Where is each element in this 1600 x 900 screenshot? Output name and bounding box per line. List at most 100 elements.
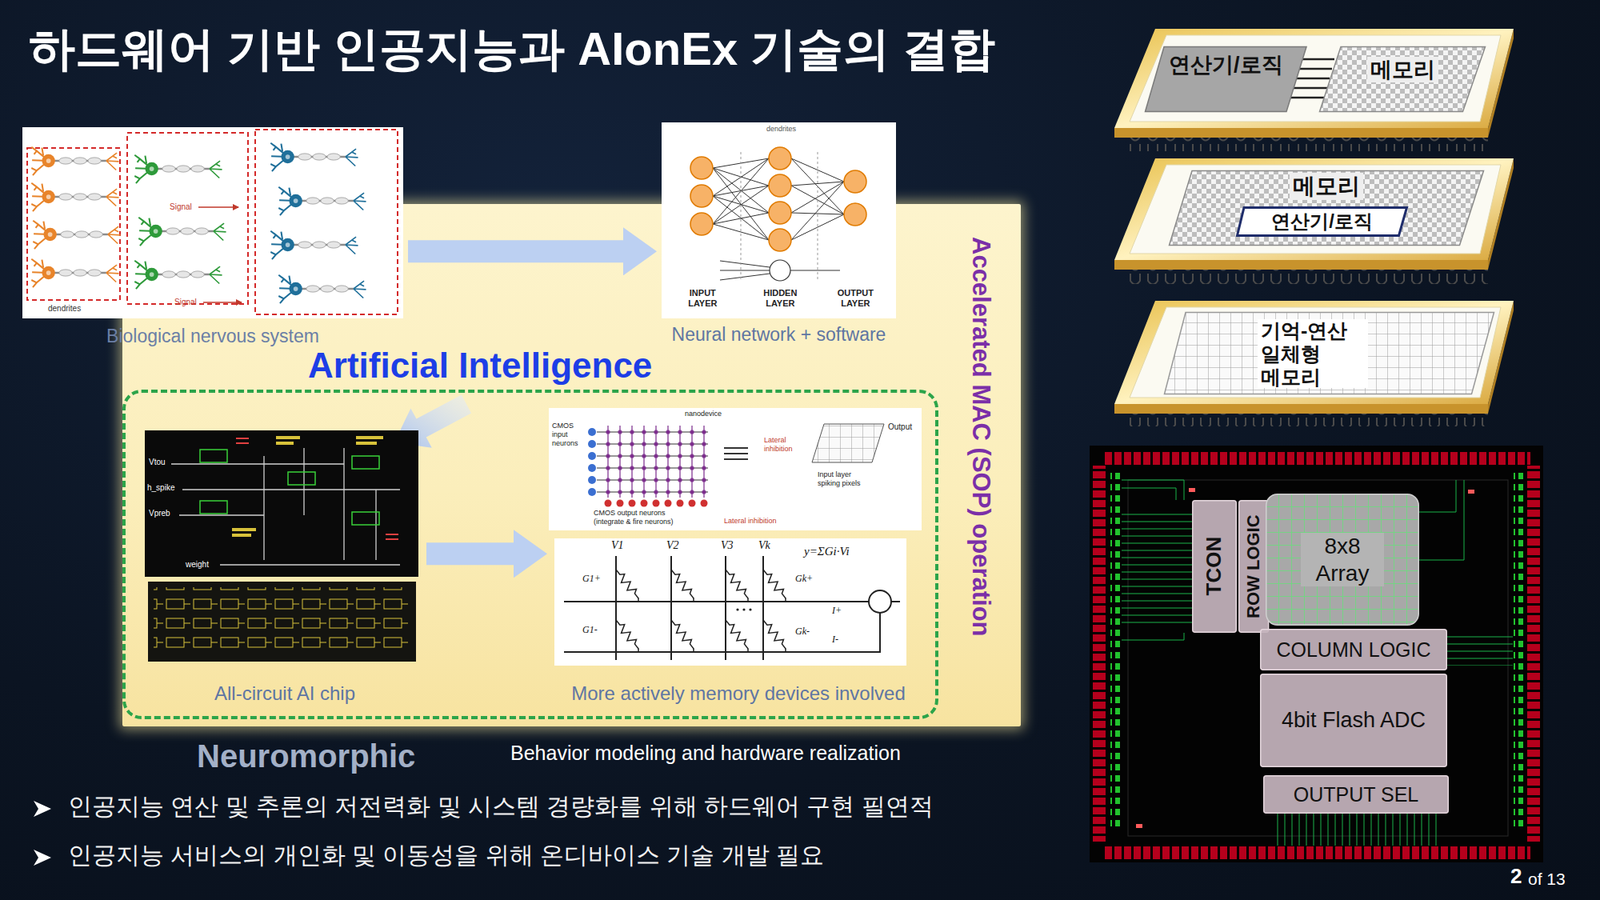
crossbar-illustration [724, 452, 748, 455]
chip-block: ROW LOGIC [1238, 500, 1269, 633]
neural-network-illustration [768, 147, 792, 170]
memory-block: 연산기/로직 메모리 [1168, 169, 1485, 247]
circuit-schematic [276, 441, 294, 445]
resistive-crossbar-equation [722, 617, 752, 652]
chip-block-label: 4bit Flash ADC [1281, 707, 1426, 733]
chip-layout [1188, 488, 1196, 492]
conductance-label: Gk- [795, 625, 810, 637]
nervous-system-illustration [31, 259, 119, 288]
crossbar-illustration [628, 500, 636, 508]
resistive-crossbar-equation [564, 601, 869, 652]
group-heading: Neuromorphic [196, 736, 416, 776]
chip-layout [1527, 465, 1540, 842]
circuit-schematic [200, 500, 228, 514]
resistive-crossbar-equation [736, 608, 752, 611]
resistive-crossbar-equation [612, 567, 789, 652]
bullet-text: 인공지능 서비스의 개인화 및 이동성을 위해 온디바이스 기술 개발 필요 [68, 840, 824, 870]
circuit-schematic [232, 436, 384, 537]
crossbar-illustration [652, 500, 660, 508]
chip-block: 4bit Flash ADC [1260, 673, 1448, 768]
chip-layout [1102, 846, 1531, 860]
bullet-marker [33, 800, 52, 817]
crossbar-illustration [724, 458, 748, 460]
chip-package [1114, 128, 1488, 138]
chip-array: 8x8 Array [1265, 493, 1420, 626]
chip-layout [1121, 480, 1464, 640]
in-memory-compute-block: 기억-연산 일체형 메모리 [1163, 311, 1496, 396]
circuit-schematic [236, 437, 249, 440]
neural-network-illustration [768, 228, 792, 252]
circuit-schematic [153, 587, 410, 656]
memory-block: 메모리 [1318, 45, 1487, 113]
chip-package [1114, 300, 1514, 427]
circuit-schematic [232, 533, 252, 537]
neural-network-illustration [690, 156, 713, 180]
flow-arrow [426, 542, 514, 565]
chip-package [1114, 28, 1514, 128]
figure-label: Signal [174, 297, 197, 308]
neural-network-illustration [690, 212, 713, 236]
figure-label: dendrites [766, 124, 796, 134]
nervous-system-illustration [270, 231, 358, 260]
resistive-crossbar-equation [554, 538, 907, 666]
block-shape [1164, 312, 1495, 395]
nervous-system-illustration [203, 301, 242, 304]
neural-network-illustration [661, 122, 896, 319]
circuit-schematic [385, 538, 399, 540]
crossbar-illustration [588, 476, 596, 484]
block-label: 메모리 [1289, 172, 1364, 200]
block-shape [1260, 674, 1448, 768]
block-label: 연산기/로직 [1168, 52, 1284, 78]
pin-name: weight [185, 560, 209, 570]
circuit-schematic [356, 436, 384, 440]
block-label: 연산기/로직 [1271, 210, 1373, 234]
resistive-crossbar-equation [760, 617, 789, 652]
chip-block: OUTPUT SEL [1263, 775, 1449, 814]
conductance-label: G1- [582, 624, 598, 636]
signal-name: V2 [666, 539, 680, 553]
block-shape [1264, 776, 1449, 814]
block-shape [1239, 500, 1269, 633]
crossbar-illustration [588, 440, 596, 448]
crossbar-illustration [588, 464, 596, 472]
nervous-system-illustration [31, 147, 119, 176]
resistive-crossbar-equation [612, 567, 642, 601]
circuit-schematic [352, 512, 380, 525]
neural-network-illustration [844, 203, 867, 226]
figure-label: Lateral inhibition [764, 436, 797, 454]
chip-layout [1513, 472, 1524, 831]
resistive-crossbar-equation [612, 617, 642, 652]
figure-label: dendrites [48, 304, 81, 314]
signal-name: Vk [758, 539, 771, 553]
chip-layout [1092, 465, 1106, 842]
resistive-crossbar-equation [668, 567, 697, 601]
circuit-schematic [385, 533, 399, 536]
nervous-system-illustration [278, 187, 366, 216]
figure-label: CMOS output neurons (integrate & fire ne… [593, 508, 692, 527]
circuit-schematic [200, 449, 380, 525]
bullet-marker [33, 800, 52, 866]
layer-label: OUTPUT LAYER [835, 288, 876, 309]
crossbar-illustration [588, 428, 596, 436]
logic-block: 연산기/로직 [1236, 206, 1408, 237]
resistive-crossbar-equation [668, 617, 697, 652]
chip-layout [1136, 488, 1475, 828]
image-caption: Biological nervous system [22, 325, 404, 348]
subtitle: Behavior modeling and hardware realizati… [510, 740, 901, 765]
resistive-crossbar-equation [760, 567, 789, 601]
chip-package [1114, 28, 1514, 152]
pin-name: h_spike [147, 483, 175, 493]
nervous-system-illustration [255, 129, 398, 315]
bullet-text: 인공지능 연산 및 추론의 저전력화 및 시스템 경량화를 위해 하드웨어 구현… [68, 792, 934, 821]
resistive-crossbar-equation [748, 608, 752, 611]
crossbar-illustration [548, 408, 922, 531]
crossbar-illustration [588, 428, 596, 496]
crossbar-illustration [604, 500, 612, 508]
nervous-system-illustration [22, 127, 404, 319]
chip-package [1114, 158, 1514, 284]
crossbar-illustration [588, 488, 596, 496]
resistive-crossbar-equation [612, 617, 642, 652]
chip-block-label: COLUMN LOGIC [1276, 637, 1431, 662]
bullet-marker [33, 849, 52, 866]
resistive-crossbar-equation [760, 567, 789, 601]
